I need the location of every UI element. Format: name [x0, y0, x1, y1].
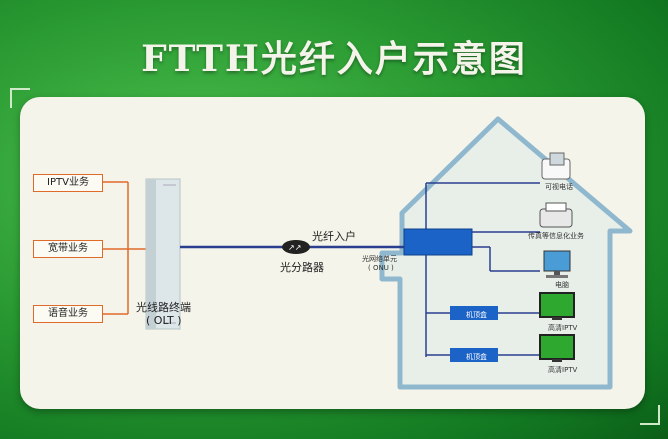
- device-label-fax: 传真等信息化业务: [528, 232, 584, 240]
- house-outline: [379, 116, 633, 390]
- computer-icon: [543, 250, 571, 278]
- olt-sublabel: ( OLT ): [146, 314, 182, 327]
- device-label-computer: 电脑: [555, 281, 569, 289]
- stb-label-2: 机顶盒: [466, 353, 487, 361]
- ftth-diagram: ↗↗: [102, 116, 633, 390]
- olt-cabinet: [145, 178, 181, 330]
- device-label-video-phone: 可视电话: [545, 183, 573, 191]
- home-wiring: [425, 182, 540, 357]
- svg-text:↗↗: ↗↗: [288, 243, 301, 252]
- service-box-voice: 语音业务: [33, 305, 103, 323]
- page-title: FTTH光纤入户示意图: [141, 38, 527, 80]
- corner-bracket-bottom-right: [640, 405, 660, 425]
- splitter-label: 光分路器: [280, 261, 324, 274]
- onu-sublabel: ( ONU ): [368, 264, 394, 272]
- olt-label: 光线路终端: [136, 301, 191, 314]
- onu-box: [403, 228, 473, 256]
- fax-icon: [539, 202, 573, 228]
- service-connectors: [102, 181, 146, 315]
- fiber-label: 光纤入户: [312, 230, 356, 243]
- stb-label-1: 机顶盒: [466, 311, 487, 319]
- device-label-hdtv-1: 高清IPTV: [548, 324, 578, 332]
- hdtv-icon-1: [539, 292, 575, 320]
- stb-box-2: [450, 348, 498, 362]
- video-phone-icon: [541, 152, 571, 180]
- device-label-hdtv-2: 高清IPTV: [548, 366, 578, 374]
- service-box-broadband: 宽带业务: [33, 240, 103, 258]
- hdtv-icon-2: [539, 334, 575, 362]
- onu-label: 光网络单元: [362, 255, 397, 263]
- corner-bracket-top-left: [10, 88, 30, 108]
- splitter-icon: ↗↗: [282, 240, 310, 254]
- service-box-iptv: IPTV业务: [33, 174, 103, 192]
- stb-box-1: [450, 306, 498, 320]
